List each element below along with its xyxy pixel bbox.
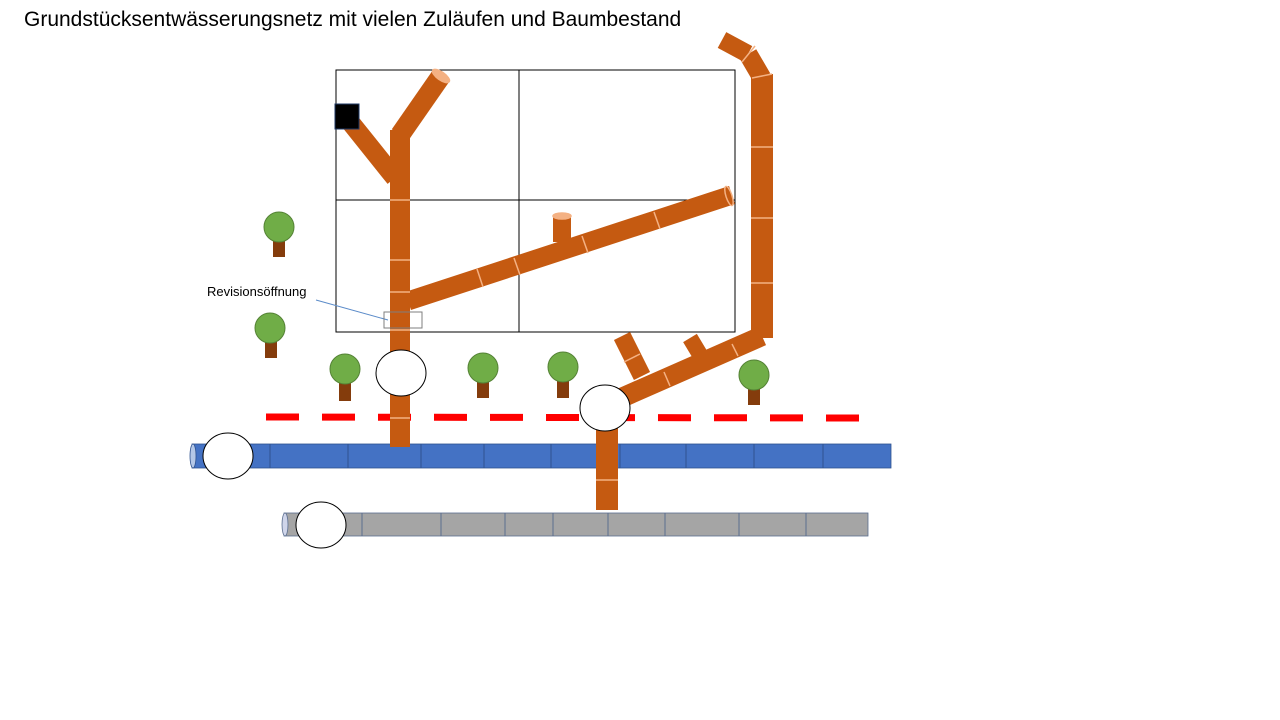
- revision-opening: [315, 299, 423, 329]
- tree-icon: [329, 353, 361, 401]
- manhole-icon: [375, 349, 427, 397]
- manholes: [202, 349, 631, 549]
- manhole-icon: [579, 384, 631, 432]
- manhole-icon: [202, 432, 254, 480]
- tree-icon: [254, 312, 286, 358]
- downspout-icon: [334, 103, 360, 130]
- sewer-main-blue: [189, 443, 892, 469]
- page-title: Grundstücksentwässerungsnetz mit vielen …: [24, 8, 682, 31]
- tree-icon: [738, 359, 770, 405]
- house-drainage-pipes: [339, 32, 773, 510]
- manhole-icon: [295, 501, 347, 549]
- tree-icon: [467, 352, 499, 398]
- tree-icon: [263, 211, 295, 257]
- tree-icon: [547, 351, 579, 398]
- revision-opening-label: Revisionsöffnung: [207, 284, 307, 299]
- pipe-joints: [390, 45, 773, 481]
- trees: [254, 211, 770, 405]
- property-boundary-line: [265, 413, 861, 422]
- sewer-main-gray: [281, 512, 869, 537]
